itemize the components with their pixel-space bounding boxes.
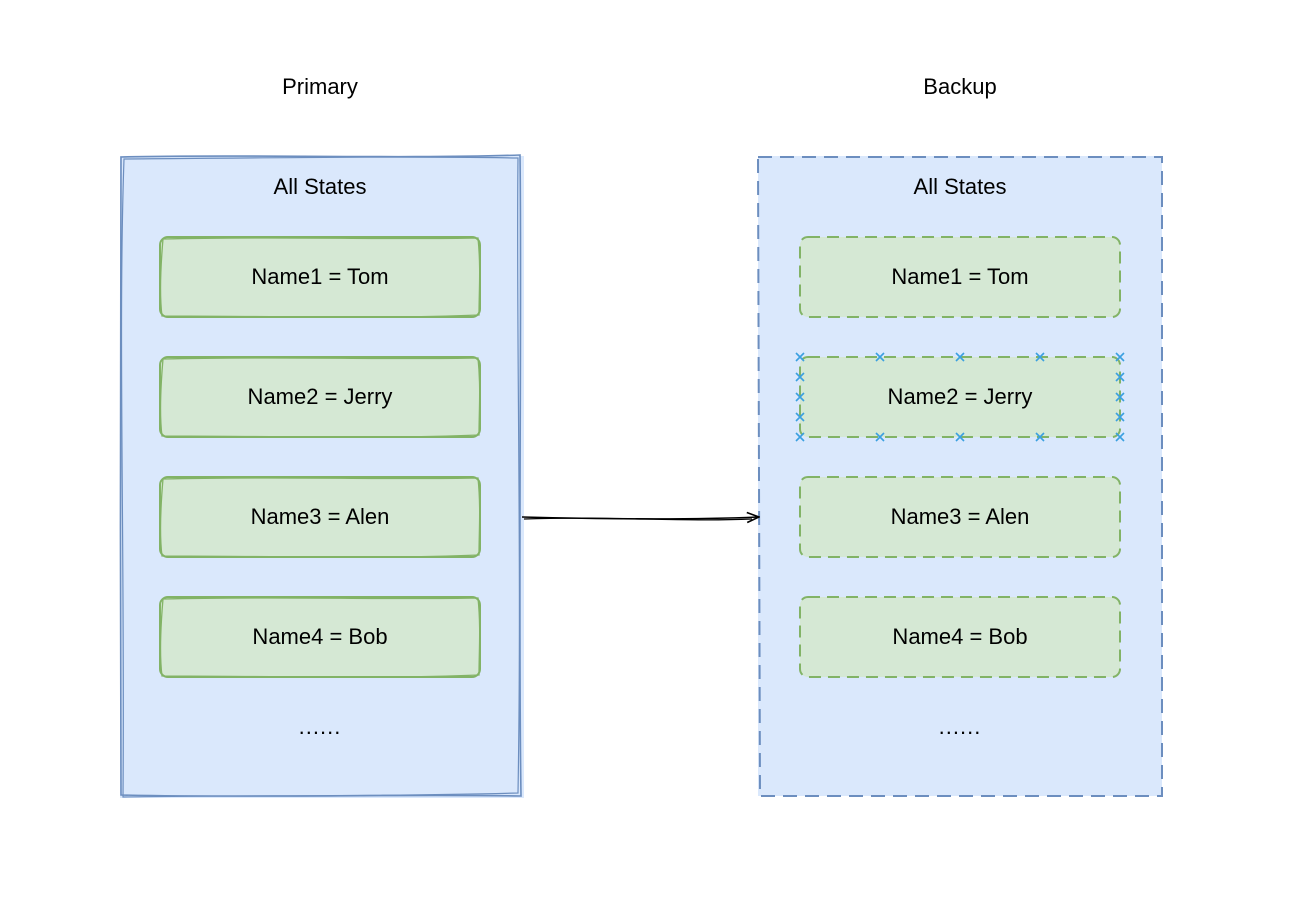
primary-group-title: All States (273, 174, 367, 199)
backup-entry-4-border (799, 596, 1121, 678)
selection-handle[interactable] (1115, 352, 1125, 362)
backup-entry-3-border (799, 476, 1121, 558)
primary-entry-1-sketch (159, 237, 481, 318)
primary-entry-2-fill (160, 357, 480, 437)
primary-entry-4[interactable] (159, 596, 481, 678)
selection-handle[interactable] (875, 432, 885, 442)
selection-handle[interactable] (795, 372, 805, 382)
selection-handle[interactable] (795, 352, 805, 362)
selection-handle[interactable] (1115, 372, 1125, 382)
backup-heading: Backup (923, 74, 997, 99)
backup-group-title: All States (913, 174, 1007, 199)
backup-entry-4[interactable] (799, 596, 1121, 678)
primary-entry-3-label: Name3 = Alen (250, 504, 390, 529)
primary-ellipsis: ...... (298, 714, 342, 739)
primary-entry-list (159, 236, 481, 678)
backup-entry-1-border (799, 236, 1121, 318)
primary-entry-3-sketch (159, 477, 481, 558)
primary-entry-2-label: Name2 = Jerry (247, 384, 393, 409)
backup-entry-1-fill (800, 237, 1120, 317)
selection-handle[interactable] (955, 432, 965, 442)
selection-handle[interactable] (1115, 432, 1125, 442)
primary-group-border-sketch (120, 156, 521, 798)
selection-handle[interactable] (1035, 432, 1045, 442)
primary-entry-4-sketch (159, 597, 481, 678)
backup-group-border (756, 156, 1163, 797)
primary-heading: Primary (282, 74, 358, 99)
primary-entry-4-label: Name4 = Bob (252, 624, 388, 649)
primary-entry-3[interactable] (159, 476, 481, 558)
primary-group-border (119, 154, 522, 797)
primary-entry-3-fill (160, 477, 480, 557)
backup-entry-3-label: Name3 = Alen (890, 504, 1030, 529)
selection-handle[interactable] (1115, 392, 1125, 402)
selection-handle[interactable] (1115, 412, 1125, 422)
selection-handle[interactable] (1035, 352, 1045, 362)
backup-entry-1[interactable] (799, 236, 1121, 318)
primary-entry-1-label: Name1 = Tom (251, 264, 389, 289)
selection-handle[interactable] (795, 412, 805, 422)
primary-entry-2[interactable] (159, 356, 481, 438)
primary-entry-1-fill (160, 237, 480, 317)
backup-entry-list (799, 236, 1121, 678)
selection-handle[interactable] (955, 352, 965, 362)
selection-handles (795, 352, 1125, 442)
primary-entry-1[interactable] (159, 236, 481, 318)
backup-ellipsis: ...... (938, 714, 982, 739)
primary-entry-4-fill (160, 597, 480, 677)
replication-arrow[interactable] (521, 517, 758, 520)
backup-entry-2-label: Name2 = Jerry (887, 384, 1033, 409)
selection-handle[interactable] (795, 392, 805, 402)
backup-entry-3-fill (800, 477, 1120, 557)
selection-handle[interactable] (875, 352, 885, 362)
backup-entry-1-label: Name1 = Tom (891, 264, 1029, 289)
backup-entry-3[interactable] (799, 476, 1121, 558)
primary-entry-2-sketch (159, 357, 481, 438)
backup-entry-4-label: Name4 = Bob (892, 624, 1028, 649)
selection-handle[interactable] (795, 432, 805, 442)
backup-entry-4-fill (800, 597, 1120, 677)
backup-entry-2-fill (800, 357, 1120, 437)
